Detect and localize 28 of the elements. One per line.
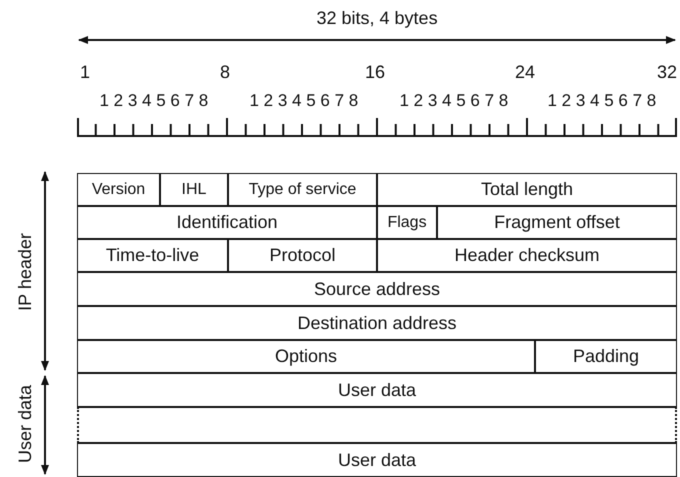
header-field: Time-to-live: [77, 239, 228, 272]
header-field: Padding: [535, 340, 677, 373]
bit-index-row: 1 2 3 4 5 6 7 8: [548, 91, 656, 111]
header-field: Identification: [77, 206, 377, 239]
side-label: User data: [15, 384, 36, 464]
header-field: User data: [77, 443, 677, 477]
bit-index-row: 1 2 3 4 5 6 7 8: [100, 91, 208, 111]
header-field: Flags: [377, 206, 437, 239]
header-field: Header checksum: [377, 239, 677, 272]
header-field: Total length: [377, 173, 677, 206]
bit-index-row: 1 2 3 4 5 6 7 8: [400, 91, 508, 111]
header-field: Version: [77, 173, 160, 206]
bit-number: 8: [220, 62, 230, 82]
header-field: Protocol: [228, 239, 377, 272]
header-field: Destination address: [77, 306, 677, 340]
header-field: Source address: [77, 272, 677, 306]
header-field: Options: [77, 340, 535, 373]
bit-number: 32: [657, 62, 678, 82]
side-label: IP header: [14, 233, 35, 311]
header-field: Fragment offset: [437, 206, 677, 239]
header-field: IHL: [160, 173, 228, 206]
bit-number: 16: [365, 62, 386, 82]
header-field: User data: [77, 373, 677, 407]
dimension-label: 32 bits, 4 bytes: [316, 8, 438, 28]
bit-number: 24: [515, 62, 536, 82]
bit-number: 1: [80, 62, 90, 82]
bit-index-row: 1 2 3 4 5 6 7 8: [250, 91, 358, 111]
header-field: Type of service: [228, 173, 377, 206]
